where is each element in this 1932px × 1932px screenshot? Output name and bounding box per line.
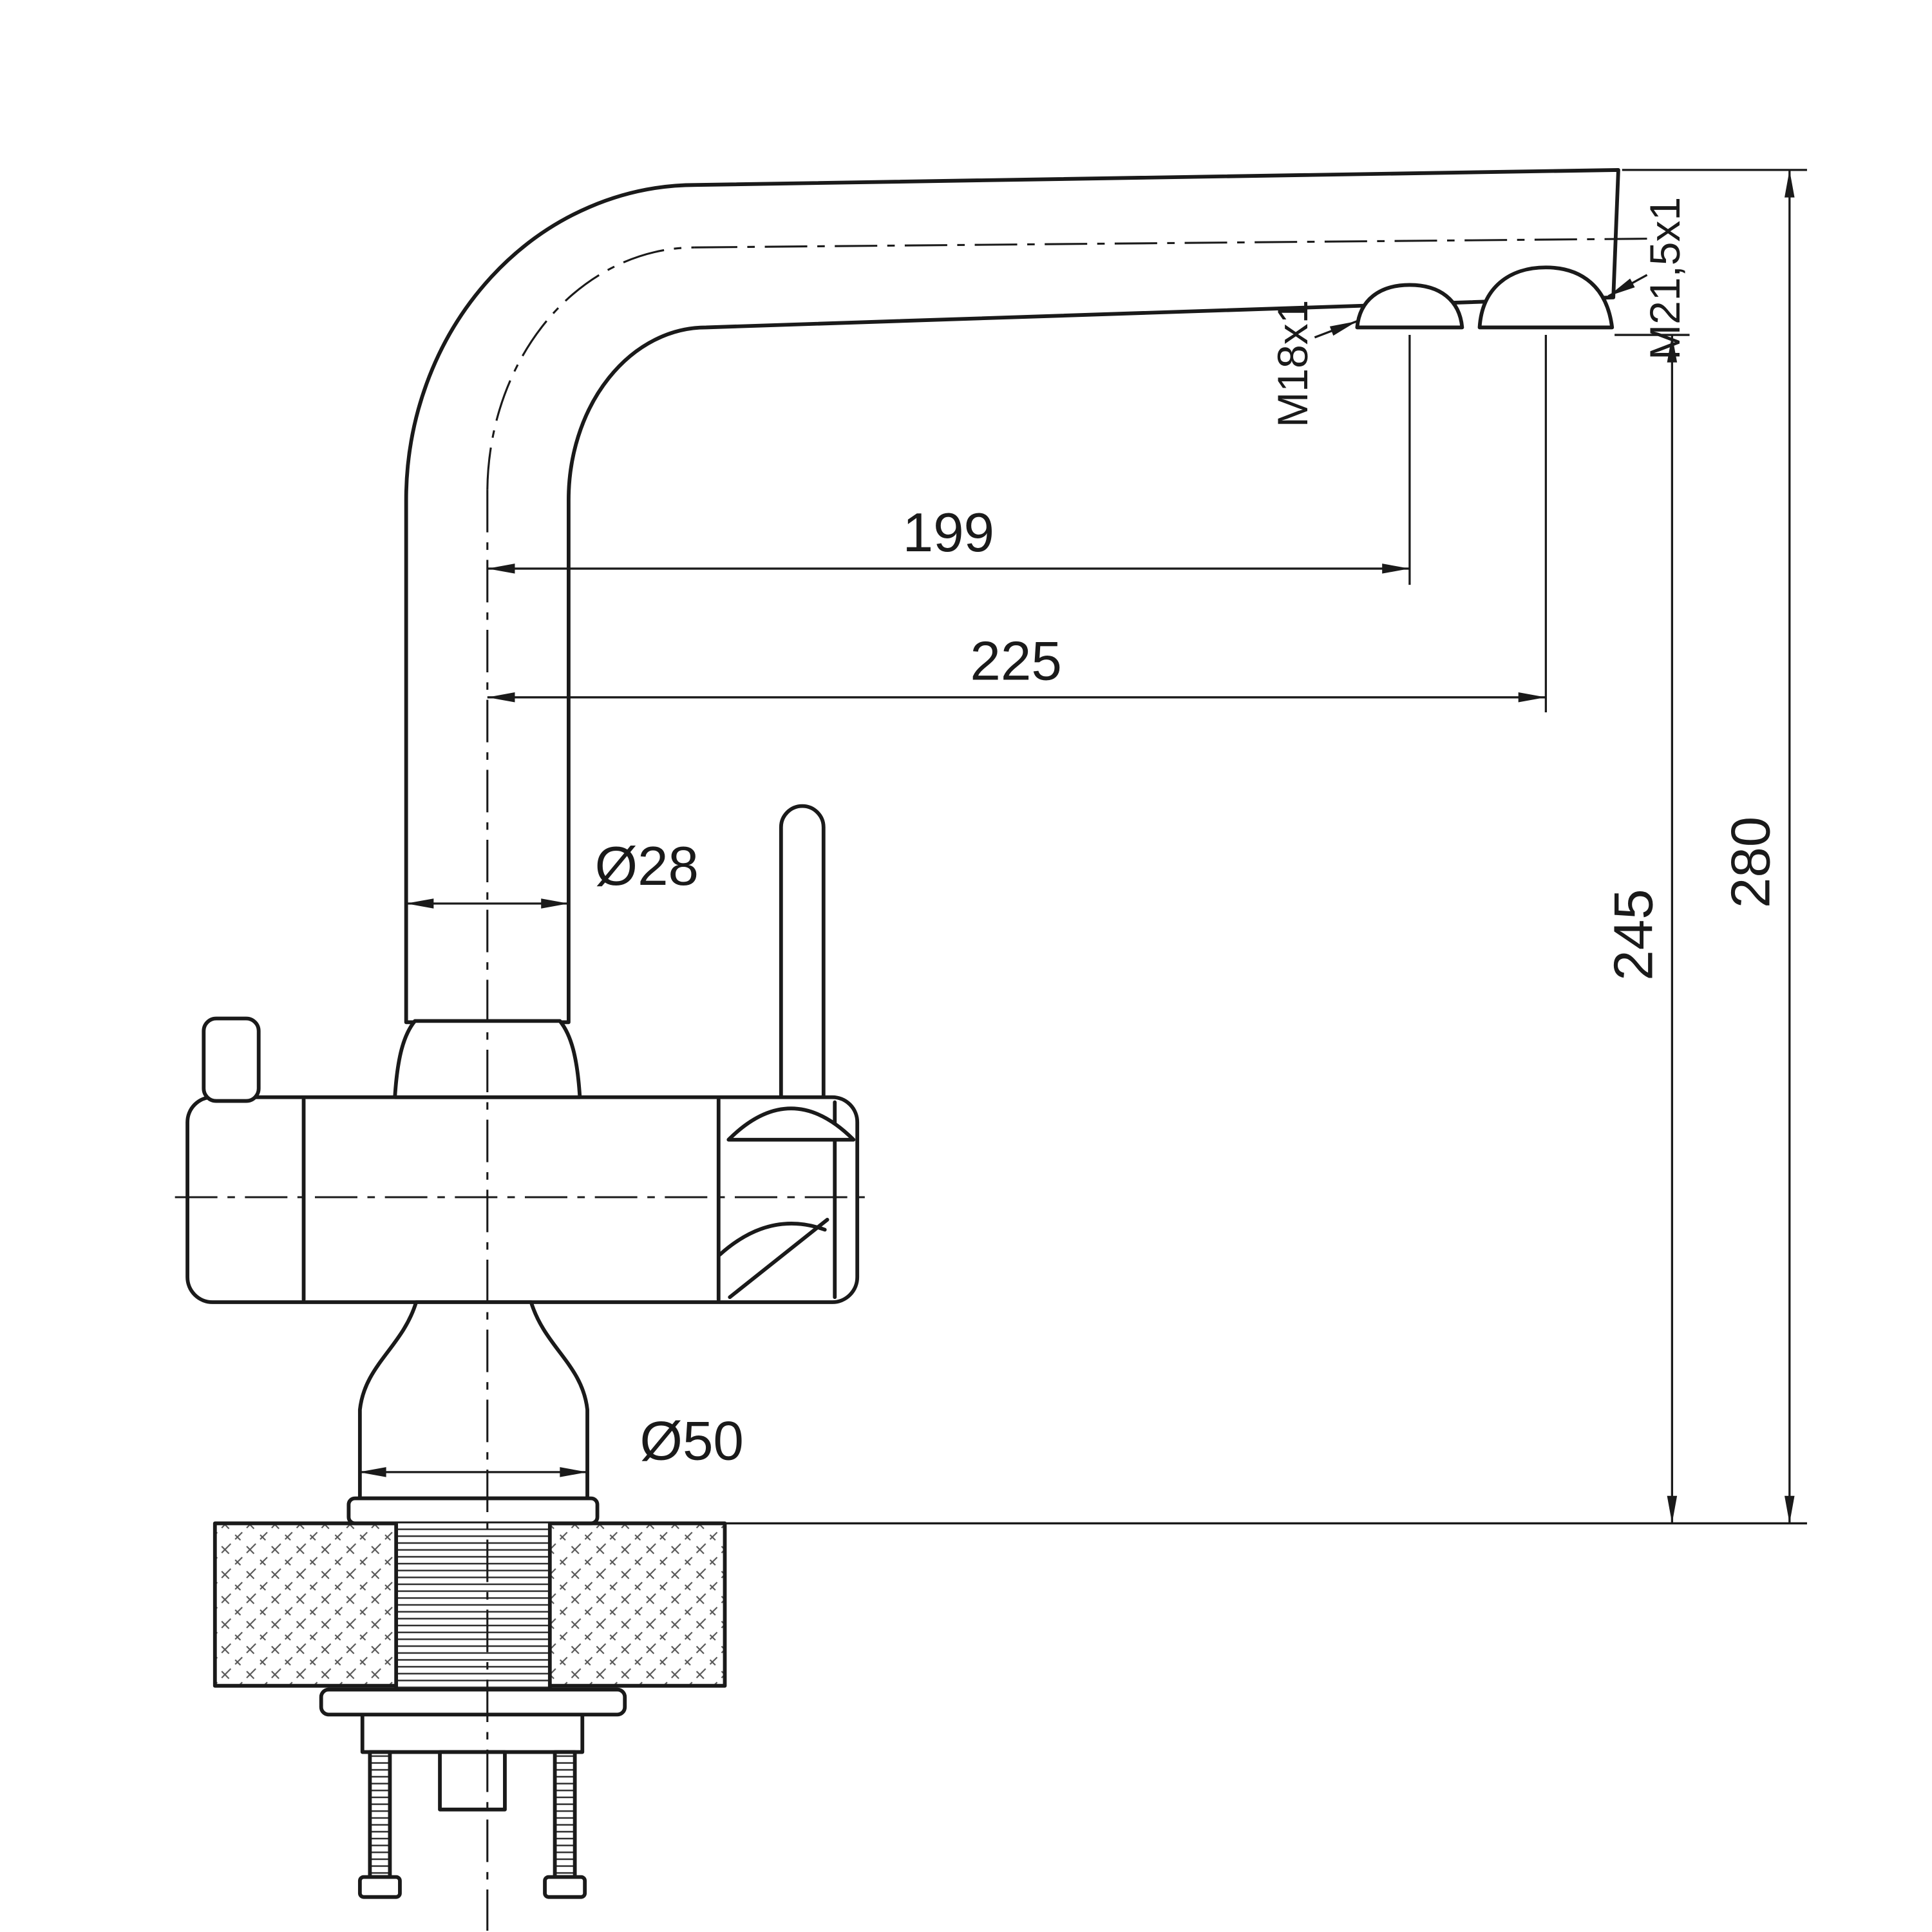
- faucet-outline: [185, 167, 1620, 1526]
- mount-stud-head-left: [357, 1875, 402, 1899]
- spout-profile: [404, 167, 1620, 1025]
- mount-center-block: [438, 1750, 507, 1812]
- dimension-lines: [358, 169, 1807, 1525]
- arrow-245-top: [1667, 335, 1678, 363]
- dim-label-245: 245: [1603, 889, 1664, 980]
- centerlines: [175, 238, 1647, 1931]
- thread-label-m18: M18x1: [1269, 300, 1316, 428]
- mounting-hardware: [319, 1687, 627, 1899]
- arrow-280-bottom: [1785, 1495, 1795, 1524]
- mount-washer: [319, 1687, 627, 1717]
- valve-detail-line-2: [717, 1222, 827, 1257]
- bend-centerline: [486, 246, 695, 490]
- arrow-dia28-right: [541, 898, 569, 909]
- arrow-dia50-left: [358, 1467, 386, 1477]
- arrow-225-left: [487, 692, 515, 703]
- arrow-dia28-left: [406, 898, 434, 909]
- dim-label-dia50: Ø50: [640, 1410, 744, 1472]
- thread-label-m215: M21,5x1: [1641, 197, 1689, 360]
- dimension-arrows: [358, 169, 1795, 1524]
- arrow-leader-m215: [1608, 278, 1635, 296]
- outlet-m18-dome: [1355, 283, 1464, 330]
- dimension-labels: 199 225 Ø28 Ø50 245 280 M18x1 M21,5x1: [595, 197, 1782, 1472]
- mount-bracket: [360, 1712, 585, 1754]
- valve-detail-line-1: [728, 1218, 829, 1300]
- dim-label-199: 199: [903, 502, 994, 564]
- base-flange: [346, 1496, 600, 1526]
- mount-stud-head-right: [543, 1875, 587, 1899]
- side-handle-stub: [202, 1016, 261, 1103]
- arrow-280-top: [1785, 169, 1795, 198]
- arrow-199-left: [487, 564, 515, 574]
- arrow-199-right: [1382, 564, 1410, 574]
- lever-handle: [779, 804, 826, 1118]
- lever-dome-cap: [726, 1106, 856, 1142]
- mount-stud-left: [368, 1750, 392, 1879]
- outlet-m215-dome: [1477, 265, 1615, 330]
- mount-shank-thread: [396, 1523, 550, 1690]
- countertop-section: [213, 1521, 727, 1690]
- arrow-245-bottom: [1667, 1495, 1678, 1524]
- mount-stud-right: [553, 1750, 577, 1879]
- dim-label-280: 280: [1721, 817, 1782, 908]
- arrow-leader-m18: [1329, 321, 1358, 336]
- spout-centerline: [694, 238, 1647, 249]
- arrow-dia50-right: [560, 1467, 588, 1477]
- arrow-225-right: [1518, 692, 1546, 703]
- dim-label-dia28: Ø28: [595, 836, 699, 897]
- dim-label-225: 225: [970, 631, 1061, 692]
